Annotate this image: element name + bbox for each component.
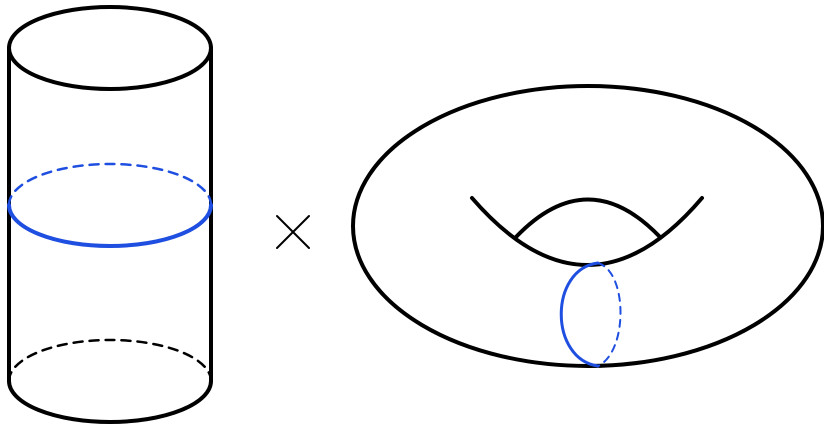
torus-meridian-back bbox=[597, 262, 622, 367]
cylinder-cycle-back bbox=[7, 162, 213, 207]
torus-meridian-cycle bbox=[559, 261, 600, 368]
torus-outer-outline bbox=[351, 84, 824, 368]
cylinder-circle-cycle bbox=[7, 203, 213, 248]
cylinder-bottom-front bbox=[7, 379, 213, 424]
torus-hole-lower bbox=[470, 196, 704, 267]
times-symbol bbox=[276, 215, 310, 249]
torus bbox=[351, 84, 824, 368]
cylinder-top-ellipse bbox=[7, 5, 213, 91]
cylinder bbox=[7, 5, 213, 424]
torus-hole-upper bbox=[514, 197, 662, 239]
cylinder-bottom-back bbox=[7, 338, 213, 383]
